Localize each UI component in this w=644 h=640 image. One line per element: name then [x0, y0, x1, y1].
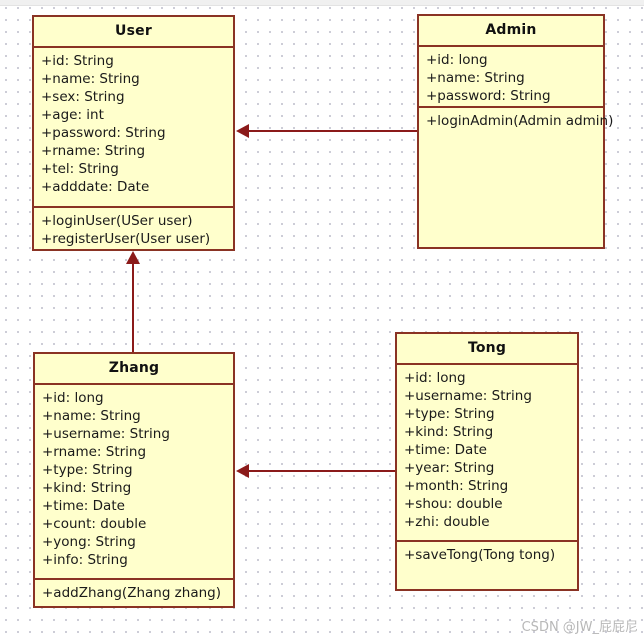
uml-method: +registerUser(User user): [41, 231, 211, 247]
uml-attribute: +time: Date: [42, 498, 125, 514]
uml-attribute: +type: String: [404, 406, 495, 422]
watermark-text: CSDN @JW_屁屁尼: [521, 620, 638, 635]
uml-attribute: +sex: String: [41, 89, 125, 105]
uml-class-title-admin: Admin: [419, 16, 603, 47]
uml-attribute: +password: String: [426, 88, 551, 104]
canvas-top-edge: [0, 0, 644, 6]
uml-attribute: +name: String: [41, 71, 140, 87]
uml-attribute: +zhi: double: [404, 514, 490, 530]
connector-arrowhead-zhang-to-user: [126, 251, 140, 264]
uml-methods-tong: +saveTong(Tong tong): [397, 542, 577, 569]
uml-attribute: +time: Date: [404, 442, 487, 458]
uml-attribute: +rname: String: [42, 444, 147, 460]
uml-class-title-tong: Tong: [397, 334, 577, 365]
connector-arrowhead-admin-to-user: [236, 124, 249, 138]
uml-attribute: +month: String: [404, 478, 509, 494]
uml-attribute: +tel: String: [41, 161, 119, 177]
uml-attribute: +name: String: [42, 408, 141, 424]
uml-class-user[interactable]: User +id: String +name: String +sex: Str…: [32, 15, 235, 251]
uml-attributes-tong: +id: long +username: String +type: Strin…: [397, 365, 577, 542]
uml-attribute: +adddate: Date: [41, 179, 150, 195]
uml-attribute: +kind: String: [42, 480, 132, 496]
uml-attribute: +count: double: [42, 516, 147, 532]
uml-method: +addZhang(Zhang zhang): [42, 585, 221, 601]
uml-class-title-user: User: [34, 17, 233, 48]
uml-attribute: +password: String: [41, 125, 166, 141]
uml-attributes-admin: +id: long +name: String +password: Strin…: [419, 47, 603, 108]
connector-admin-to-user[interactable]: [243, 130, 417, 132]
uml-attribute: +age: int: [41, 107, 104, 123]
uml-attribute: +info: String: [42, 552, 128, 568]
uml-attribute: +rname: String: [41, 143, 146, 159]
uml-attribute: +yong: String: [42, 534, 136, 550]
uml-method: +loginAdmin(Admin admin): [426, 113, 614, 129]
uml-class-admin[interactable]: Admin +id: long +name: String +password:…: [417, 14, 614, 249]
uml-class-tong[interactable]: Tong +id: long +username: String +type: …: [395, 332, 579, 591]
uml-attribute: +id: long: [42, 390, 104, 406]
uml-method: +loginUser(USer user): [41, 213, 193, 229]
uml-class-title-zhang: Zhang: [35, 354, 233, 385]
uml-attribute: +username: String: [42, 426, 170, 442]
uml-attribute: +id: String: [41, 53, 114, 69]
connector-tong-to-zhang[interactable]: [243, 470, 395, 472]
connector-zhang-to-user[interactable]: [132, 263, 134, 352]
uml-attribute: +username: String: [404, 388, 532, 404]
uml-attribute: +id: long: [426, 52, 488, 68]
uml-method: +saveTong(Tong tong): [404, 547, 556, 563]
uml-attribute: +year: String: [404, 460, 495, 476]
uml-attributes-zhang: +id: long +name: String +username: Strin…: [35, 385, 233, 580]
connector-arrowhead-tong-to-zhang: [236, 464, 249, 478]
uml-methods-admin: +loginAdmin(Admin admin): [419, 108, 614, 135]
uml-attribute: +shou: double: [404, 496, 503, 512]
uml-methods-zhang: +addZhang(Zhang zhang): [35, 580, 233, 607]
uml-class-zhang[interactable]: Zhang +id: long +name: String +username:…: [33, 352, 235, 608]
uml-attribute: +name: String: [426, 70, 525, 86]
uml-attribute: +id: long: [404, 370, 466, 386]
uml-attribute: +type: String: [42, 462, 133, 478]
uml-methods-user: +loginUser(USer user) +registerUser(User…: [34, 208, 233, 253]
uml-attribute: +kind: String: [404, 424, 494, 440]
uml-attributes-user: +id: String +name: String +sex: String +…: [34, 48, 233, 208]
